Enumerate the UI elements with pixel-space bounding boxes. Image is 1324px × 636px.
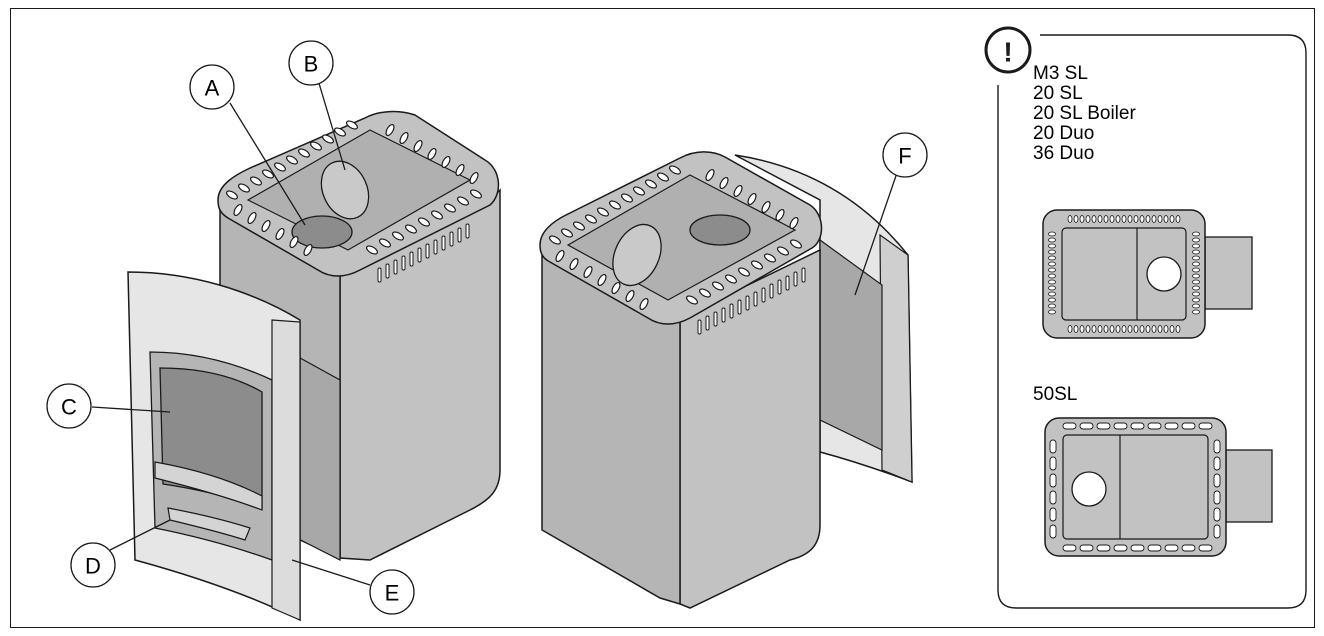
- model-name-3: 20 SL Boiler: [1033, 103, 1136, 124]
- callout-label-c: C: [61, 395, 77, 420]
- callout-label-e: E: [385, 581, 400, 606]
- warning-icon-glyph: !: [1003, 37, 1012, 68]
- right-stove-side-face: [679, 248, 821, 609]
- model-name-50sl: 50SL: [1033, 384, 1077, 405]
- top-view-1-flue: [1146, 256, 1182, 292]
- callout-circle-f: [882, 132, 928, 178]
- flue-opening-b: [320, 160, 370, 220]
- model-name-2: 20 SL: [1033, 83, 1083, 104]
- left-stove-side-face: [339, 188, 501, 561]
- callout-circles: [46, 40, 928, 615]
- top-view-2-vents: [1049, 422, 1221, 552]
- left-stove-side-vents: [377, 223, 470, 283]
- left-stove-door-grate: [154, 461, 263, 511]
- callout-label-d: D: [85, 554, 101, 579]
- right-stove: [539, 151, 913, 609]
- callouts: [91, 79, 899, 586]
- left-stove-door-lower-vent: [167, 507, 251, 541]
- right-stove-side-vents: [697, 267, 806, 335]
- callout-circle-b: [288, 40, 334, 86]
- callout-circle-c: [46, 383, 92, 429]
- top-view-2-inner: [1062, 434, 1209, 540]
- callout-label-a: A: [205, 76, 220, 101]
- model-name-4: 20 Duo: [1033, 123, 1094, 144]
- right-stove-flue-opening-2: [689, 214, 751, 246]
- callout-leader-b: [317, 79, 346, 171]
- warning-icon: [984, 26, 1032, 74]
- right-stove-door-edge: [879, 233, 913, 483]
- callout-label-f: F: [898, 144, 911, 169]
- right-stove-flue-opening-1: [612, 223, 662, 287]
- callout-circle-e: [369, 569, 415, 615]
- top-view-diagram-2: [1044, 417, 1273, 557]
- flue-opening-a: [291, 215, 353, 249]
- callout-circle-d: [70, 542, 116, 588]
- top-view-1-inner: [1061, 227, 1187, 321]
- top-view-1-vents: [1048, 215, 1200, 333]
- model-note-panel: ! M3 SL 20 SL 20 SL Boiler 20 Duo 36 Duo…: [984, 26, 1307, 609]
- top-view-2-flue: [1071, 471, 1107, 507]
- callout-leader-c: [91, 406, 171, 413]
- top-view-diagram-1: [1042, 209, 1253, 339]
- callout-leader-f: [854, 169, 899, 296]
- note-panel-border: [997, 34, 1307, 609]
- callout-leader-d: [109, 519, 171, 551]
- top-view-1-chimney: [1204, 236, 1253, 310]
- callout-label-b: B: [304, 52, 319, 77]
- left-stove-door-side-panel: [271, 319, 301, 621]
- top-view-2-chimney: [1225, 449, 1273, 523]
- callout-leader-a: [229, 102, 306, 226]
- left-stove: [127, 110, 501, 622]
- callout-circle-a: [189, 64, 235, 110]
- model-name-5: 36 Duo: [1033, 143, 1094, 164]
- callout-leader-e: [291, 559, 371, 586]
- figure-border: [10, 8, 1315, 628]
- model-name-1: M3 SL: [1033, 63, 1088, 84]
